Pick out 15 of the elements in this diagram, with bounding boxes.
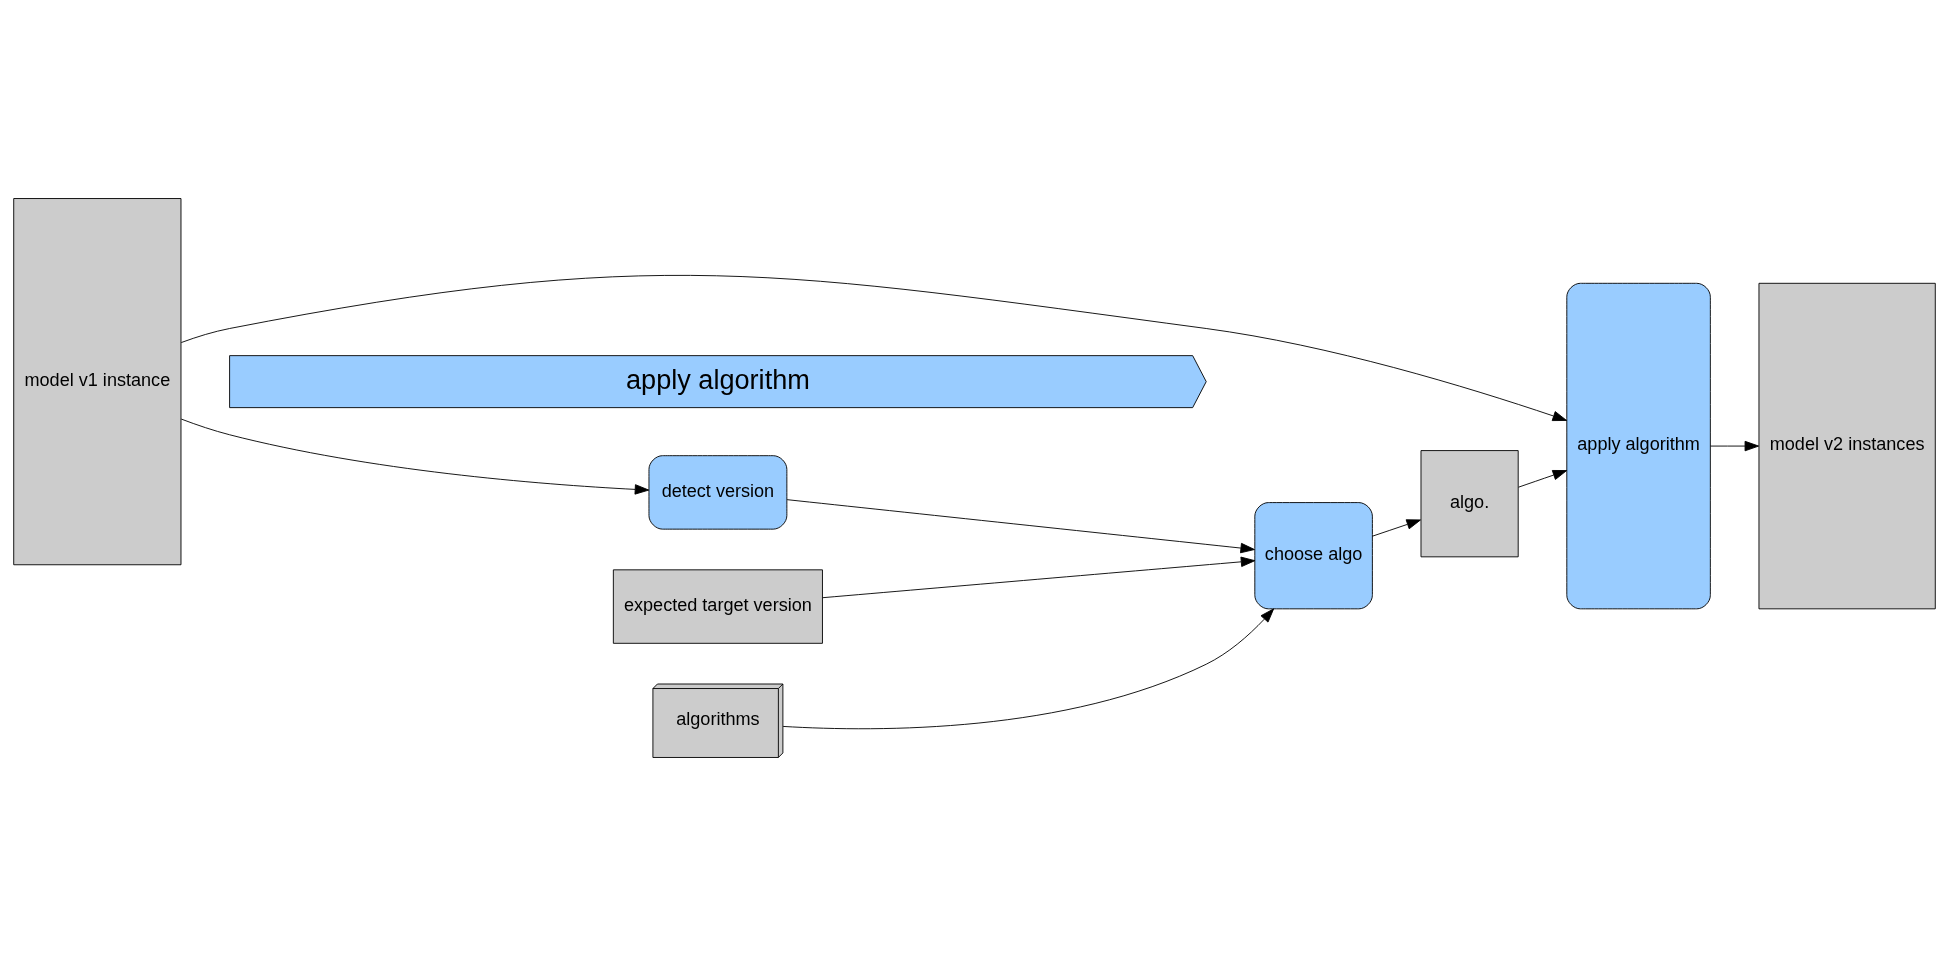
node-box: model v1 instance bbox=[12, 198, 181, 566]
arrow bbox=[786, 499, 1255, 554]
arrow bbox=[1517, 470, 1567, 488]
arrow bbox=[1709, 440, 1759, 452]
arrow bbox=[1371, 519, 1421, 537]
node-box: model v2 instances bbox=[1758, 282, 1936, 610]
node-box: choose algo bbox=[1253, 502, 1373, 610]
node-box: apply algorithm bbox=[1565, 282, 1711, 610]
node-box: expected target version bbox=[612, 569, 823, 644]
arrow bbox=[821, 556, 1255, 599]
arrow bbox=[782, 608, 1274, 730]
arrow bbox=[180, 275, 1567, 422]
arrow bbox=[180, 418, 649, 495]
node-box: detect version bbox=[648, 455, 787, 530]
node-box: algo. bbox=[1420, 450, 1519, 558]
